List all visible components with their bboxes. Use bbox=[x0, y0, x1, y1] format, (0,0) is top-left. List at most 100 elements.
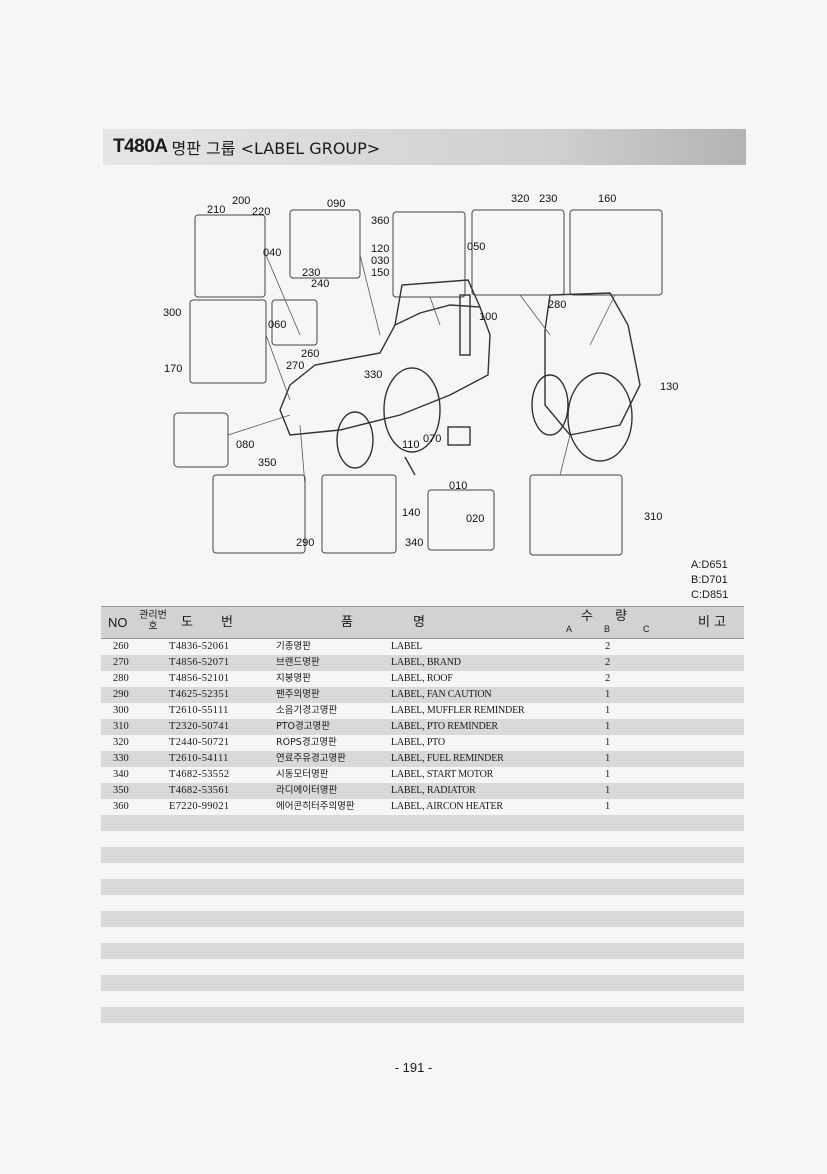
tractor-rear-body bbox=[544, 292, 641, 436]
table-row-empty bbox=[101, 895, 744, 911]
row-qty-b: 1 bbox=[605, 737, 611, 748]
row-name-english: LABEL, FUEL REMINDER bbox=[391, 753, 504, 764]
row-part-number: T4856-52071 bbox=[169, 657, 230, 668]
callout-060: 060 bbox=[268, 319, 287, 331]
row-qty-b: 1 bbox=[605, 801, 611, 812]
row-part-number: T2320-50741 bbox=[169, 721, 230, 732]
callout-360: 360 bbox=[371, 215, 390, 227]
callout-340: 340 bbox=[405, 537, 424, 549]
row-name-english: LABEL, AIRCON HEATER bbox=[391, 801, 503, 812]
table-row-empty bbox=[101, 927, 744, 943]
callout-080: 080 bbox=[236, 439, 255, 451]
header-no: NO bbox=[108, 615, 128, 630]
row-name-korean: 라디에이터명판 bbox=[276, 785, 338, 796]
row-part-number: T2610-55111 bbox=[169, 705, 229, 716]
callout-150: 150 bbox=[371, 267, 390, 279]
tractor-front-body bbox=[279, 304, 491, 436]
variant-b: B:D701 bbox=[691, 574, 728, 586]
header-part-name: 품명 bbox=[341, 615, 485, 630]
table-row-empty bbox=[101, 991, 744, 1007]
table-row: 310 T2320-50741 PTO경고명판 LABEL, PTO REMINDER… bbox=[101, 719, 744, 735]
header-part-number: 도번 bbox=[181, 615, 261, 630]
callout-200: 200 bbox=[232, 195, 251, 207]
header-qty-b: B bbox=[604, 624, 611, 634]
tractor-front-rear-wheel bbox=[383, 367, 441, 453]
row-part-number: T4625-52351 bbox=[169, 689, 230, 700]
header-management-number: 관리번호 bbox=[139, 610, 167, 632]
row-name-english: LABEL, BRAND bbox=[391, 657, 461, 668]
variant-a: A:D651 bbox=[691, 559, 728, 571]
callout-110: 110 bbox=[402, 439, 420, 451]
row-part-number: E7220-99021 bbox=[169, 801, 230, 812]
table-row-empty bbox=[101, 911, 744, 927]
row-qty-b: 2 bbox=[605, 657, 611, 668]
row-qty-b: 1 bbox=[605, 721, 611, 732]
page-number: - 191 - bbox=[394, 1060, 433, 1075]
callout-290: 290 bbox=[296, 537, 315, 549]
row-qty-b: 1 bbox=[605, 689, 611, 700]
detail-box-cab-inner bbox=[289, 209, 361, 279]
row-name-korean: 팬주의명판 bbox=[276, 689, 320, 700]
parts-illustration bbox=[150, 185, 690, 565]
detail-box-starter bbox=[321, 474, 397, 554]
row-part-number: T2440-50721 bbox=[169, 737, 230, 748]
callout-020: 020 bbox=[466, 513, 485, 525]
header-qty-a: A bbox=[566, 624, 573, 634]
row-no: 310 bbox=[113, 721, 129, 732]
row-name-korean: 브랜드명판 bbox=[276, 657, 320, 668]
model-name: T480A bbox=[113, 136, 168, 157]
detail-box-080 bbox=[173, 412, 229, 468]
table-row-empty bbox=[101, 959, 744, 975]
section-title-bar: T480A 명판 그룹 <LABEL GROUP> bbox=[103, 129, 746, 165]
tractor-front-cab bbox=[394, 279, 481, 326]
row-qty-b: 2 bbox=[605, 641, 611, 652]
detail-box-rear-right bbox=[569, 209, 663, 296]
callout-220: 220 bbox=[252, 206, 271, 218]
header-quantity: 수량 bbox=[581, 609, 649, 624]
detail-box-cab-top bbox=[194, 214, 266, 298]
row-name-english: LABEL, PTO REMINDER bbox=[391, 721, 498, 732]
callout-240: 240 bbox=[311, 278, 330, 290]
callout-050: 050 bbox=[467, 241, 486, 253]
row-name-korean: PTO경고명판 bbox=[276, 721, 330, 732]
row-no: 270 bbox=[113, 657, 129, 668]
callout-090: 090 bbox=[327, 198, 346, 210]
tractor-rear-left-wheel bbox=[531, 374, 569, 436]
table-row: 270 T4856-52071 브랜드명판 LABEL, BRAND 2 bbox=[101, 655, 744, 671]
model-variant-legend: A:D651 B:D701 C:D851 bbox=[691, 558, 751, 603]
part-100 bbox=[459, 294, 471, 356]
row-name-english: LABEL, FAN CAUTION bbox=[391, 689, 492, 700]
header-remarks: 비고 bbox=[698, 615, 730, 630]
table-row-empty bbox=[101, 831, 744, 847]
callout-270: 270 bbox=[286, 360, 305, 372]
callout-120: 120 bbox=[371, 243, 390, 255]
row-qty-b: 1 bbox=[605, 705, 611, 716]
table-row-empty bbox=[101, 847, 744, 863]
tractor-front-front-wheel bbox=[336, 411, 374, 469]
callout-010: 010 bbox=[449, 480, 468, 492]
row-name-korean: 기종명판 bbox=[276, 641, 311, 652]
row-name-english: LABEL, ROOF bbox=[391, 673, 453, 684]
detail-box-door bbox=[392, 211, 466, 298]
row-name-korean: 에어콘히터주의명판 bbox=[276, 801, 355, 812]
row-name-korean: 연료주유경고명판 bbox=[276, 753, 346, 764]
row-name-korean: 소음기경고명판 bbox=[276, 705, 338, 716]
row-name-korean: 지붕명판 bbox=[276, 673, 311, 684]
row-name-korean: ROPS경고명판 bbox=[276, 737, 337, 748]
table-row-empty bbox=[101, 943, 744, 959]
callout-320: 320 bbox=[511, 193, 530, 205]
row-no: 260 bbox=[113, 641, 129, 652]
row-qty-b: 1 bbox=[605, 753, 611, 764]
row-name-english: LABEL, PTO bbox=[391, 737, 445, 748]
